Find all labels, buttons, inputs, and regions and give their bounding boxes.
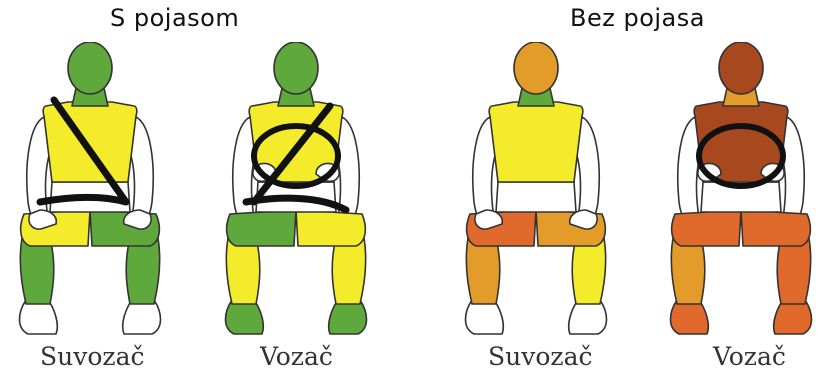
left-shin [671, 238, 704, 304]
left-shin [226, 238, 259, 304]
right-foot [774, 300, 812, 334]
left-foot [20, 300, 58, 334]
label-driver-belted: Vozač [260, 342, 333, 371]
left-shin [466, 238, 499, 304]
title-with-seatbelt: S pojasom [110, 4, 239, 32]
head [274, 42, 318, 94]
right-shin [126, 238, 159, 304]
label-passenger-unbelted: Suvozač [488, 342, 592, 371]
left-foot [226, 300, 264, 334]
right-shin [572, 238, 605, 304]
torso [43, 102, 137, 182]
label-driver-unbelted: Vozač [713, 342, 786, 371]
waist [496, 182, 576, 212]
torso [489, 102, 583, 182]
title-without-seatbelt: Bez pojasa [570, 4, 705, 32]
right-foot [569, 300, 607, 334]
driver-with-seatbelt-figure [210, 42, 382, 342]
right-foot [123, 300, 161, 334]
passenger-without-seatbelt-figure [450, 42, 622, 342]
label-passenger-belted: Suvozač [40, 342, 144, 371]
left-foot [671, 300, 709, 334]
left-foot [466, 300, 504, 334]
left-shin [20, 238, 53, 304]
driver-without-seatbelt-figure [655, 42, 822, 342]
right-shin [332, 238, 365, 304]
left-thigh [672, 210, 741, 246]
passenger-with-seatbelt-figure [4, 42, 176, 342]
right-thigh [741, 210, 810, 246]
right-foot [329, 300, 367, 334]
head [719, 42, 763, 94]
head [514, 42, 558, 94]
left-thigh [227, 210, 296, 246]
right-shin [777, 238, 810, 304]
right-thigh [296, 210, 365, 246]
head [68, 42, 112, 94]
